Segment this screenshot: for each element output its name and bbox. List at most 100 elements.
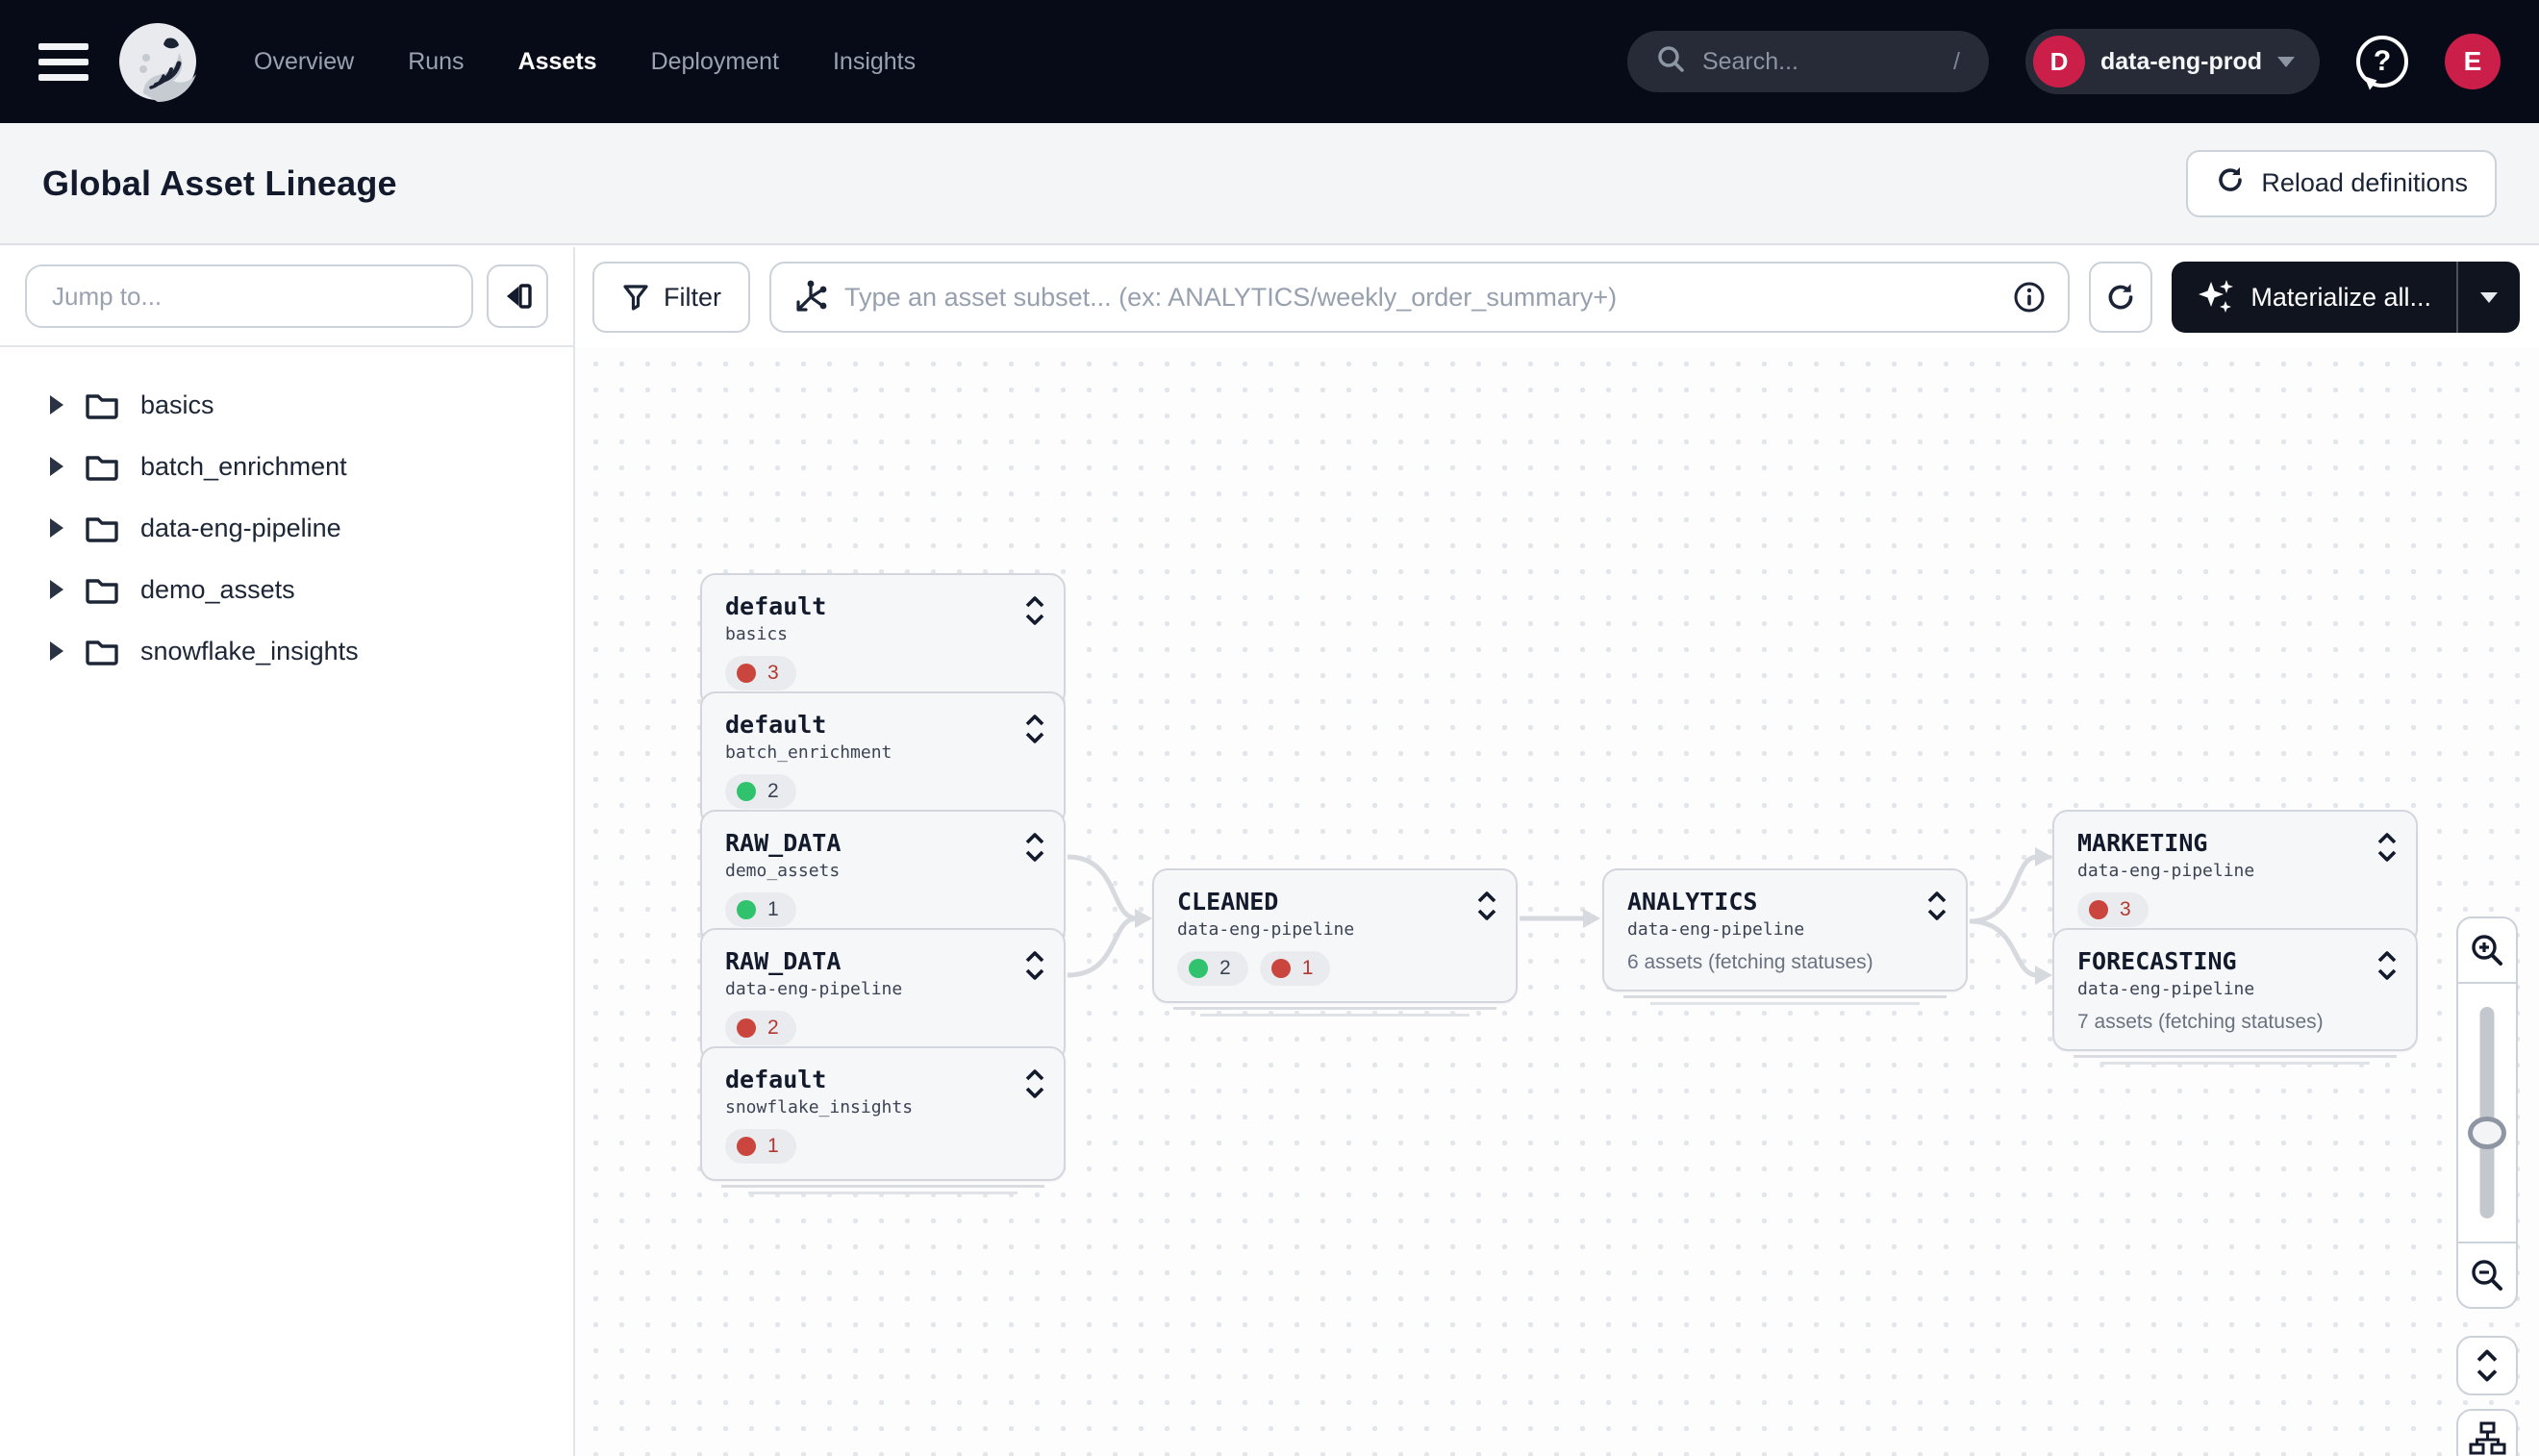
layout-hierarchy-button[interactable] [2456,1409,2518,1456]
expand-group-icon[interactable] [2376,949,2399,982]
zoom-slider-thumb[interactable] [2468,1117,2506,1150]
tree-item-label: demo_assets [140,574,295,604]
group-subtitle: snowflake_insights [725,1097,914,1117]
sidebar-item-demo-assets[interactable]: demo_assets [0,559,573,620]
expand-group-icon[interactable] [1475,890,1498,922]
sidebar-jump-row [0,247,573,347]
group-subtitle: batch_enrichment [725,742,892,763]
group-node-default-basics[interactable]: default basics 3 [700,573,1066,721]
status-badge: 3 [2077,892,2149,927]
group-node-analytics[interactable]: ANALYTICS data-eng-pipeline 6 assets (fe… [1602,868,1968,1005]
reload-definitions-button[interactable]: Reload definitions [2186,149,2497,217]
expand-group-icon[interactable] [1023,594,1046,627]
chevron-down-icon [2277,56,2295,67]
group-title: FORECASTING [2077,947,2237,975]
nav-overview[interactable]: Overview [254,47,355,75]
dagster-logo-icon[interactable] [117,21,198,103]
search-placeholder: Search... [1701,47,1799,75]
help-icon[interactable]: ? [2356,36,2408,88]
expand-group-icon[interactable] [1023,949,1046,982]
materialize-options-button[interactable] [2458,262,2520,333]
global-search[interactable]: Search... / [1626,31,1989,92]
materialize-all-button[interactable]: Materialize all... [2172,262,2456,333]
status-badge: 2 [725,774,796,809]
group-node-rawdata-demo-assets[interactable]: RAW_DATA demo_assets 1 [700,810,1066,958]
badge-count: 2 [767,780,779,802]
group-node-default-batch-enrichment[interactable]: default batch_enrichment 2 [700,691,1066,840]
zoom-slider [2458,984,2516,1242]
badge-count: 1 [767,1135,779,1157]
hamburger-menu-icon[interactable] [38,40,92,83]
chevron-right-icon[interactable] [50,395,63,414]
chevron-right-icon[interactable] [50,457,63,476]
group-node-cleaned[interactable]: CLEANED data-eng-pipeline 2 1 [1152,868,1518,1017]
expand-group-icon[interactable] [1023,1067,1046,1100]
page-header: Global Asset Lineage Reload definitions [0,123,2539,245]
reload-definitions-label: Reload definitions [2261,168,2468,197]
badge-count: 2 [1219,957,1231,979]
zoom-slider-track[interactable] [2479,1007,2495,1218]
group-title: RAW_DATA [725,829,842,857]
badge-count: 1 [1301,957,1314,979]
chevron-right-icon[interactable] [50,641,63,661]
nav-insights[interactable]: Insights [832,47,917,75]
status-badge: 2 [725,1011,796,1045]
badge-count: 1 [767,898,779,920]
funnel-icon [623,285,648,311]
asset-subset-field [769,262,2071,333]
refresh-lineage-button[interactable] [2089,262,2153,333]
sidebar-item-batch-enrichment[interactable]: batch_enrichment [0,436,573,497]
sidebar-item-snowflake-insights[interactable]: snowflake_insights [0,620,573,682]
expand-group-icon[interactable] [1925,890,1948,922]
group-node-marketing[interactable]: MARKETING data-eng-pipeline 3 [2052,810,2418,958]
expand-group-icon[interactable] [1023,831,1046,864]
group-node-forecasting[interactable]: FORECASTING data-eng-pipeline 7 assets (… [2052,928,2418,1065]
materialize-all-label: Materialize all... [2250,282,2431,312]
hierarchy-icon [2469,1421,2506,1455]
deployment-switcher[interactable]: D data-eng-prod [2024,29,2320,94]
status-badge: 1 [725,892,796,927]
jump-to-input[interactable] [25,264,473,328]
chevron-right-icon[interactable] [50,518,63,538]
filter-button[interactable]: Filter [592,262,750,333]
zoom-in-icon [2472,935,2502,966]
status-badge: 1 [725,1129,796,1164]
asset-group-tree: basics batch_enrichment data-eng-pipelin… [0,347,573,709]
zoom-out-icon [2472,1260,2502,1291]
group-subtitle: data-eng-pipeline [725,979,903,999]
tree-item-label: snowflake_insights [140,636,359,665]
sidebar-item-basics[interactable]: basics [0,374,573,436]
tree-item-label: data-eng-pipeline [140,513,341,542]
page-title: Global Asset Lineage [42,163,397,203]
zoom-in-button[interactable] [2458,918,2516,984]
lineage-graph-canvas[interactable]: default basics 3 default batch_enrichmen… [575,347,2539,1456]
deployment-name: data-eng-prod [2099,47,2262,75]
zoom-control [2456,916,2518,1309]
folder-icon [86,394,118,419]
status-badge: 3 [725,656,796,690]
sidebar-item-data-eng-pipeline[interactable]: data-eng-pipeline [0,497,573,559]
nav-runs[interactable]: Runs [408,47,465,75]
group-subtitle: data-eng-pipeline [1177,919,1355,940]
info-icon[interactable] [2012,280,2047,314]
expand-group-icon[interactable] [1023,713,1046,745]
expand-collapse-all-button[interactable] [2456,1336,2518,1395]
nav-deployment[interactable]: Deployment [650,47,779,75]
lineage-toolbar: Filter Materialize all [575,247,2539,347]
unfold-icon [2476,1349,2498,1382]
group-subtitle: basics [725,624,789,644]
error-dot-icon [2089,900,2108,919]
success-dot-icon [737,782,756,801]
avatar[interactable]: E [2445,34,2501,89]
collapse-sidebar-button[interactable] [487,264,548,328]
deployment-initial-badge: D [2032,36,2085,88]
zoom-out-button[interactable] [2458,1242,2516,1307]
group-node-rawdata-data-eng-pipeline[interactable]: RAW_DATA data-eng-pipeline 2 [700,928,1066,1076]
group-subtitle: data-eng-pipeline [1627,919,1805,940]
group-node-default-snowflake-insights[interactable]: default snowflake_insights 1 [700,1046,1066,1194]
chevron-right-icon[interactable] [50,580,63,599]
expand-group-icon[interactable] [2376,831,2399,864]
nav-assets[interactable]: Assets [517,47,597,75]
asset-subset-input[interactable] [844,282,1998,313]
